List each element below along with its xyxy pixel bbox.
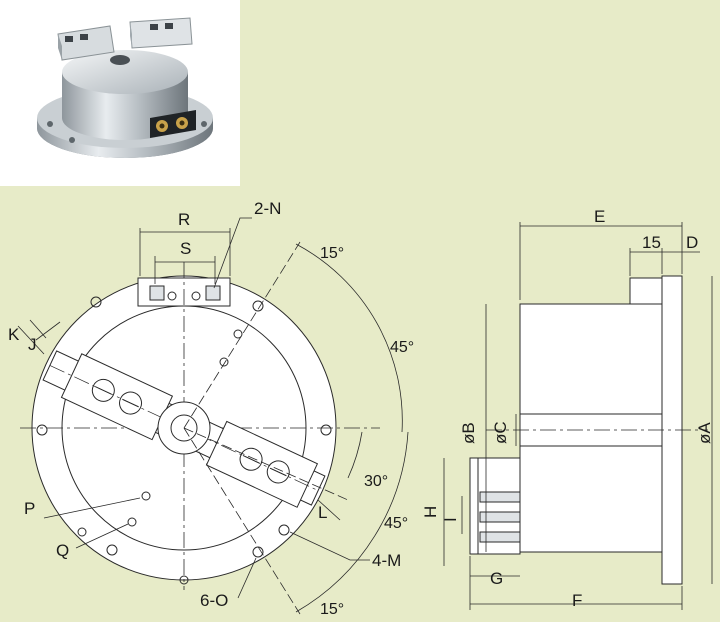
label-D: D xyxy=(686,233,698,252)
label-S: S xyxy=(180,239,191,258)
label-angle-30: 30° xyxy=(364,473,388,490)
label-H: H xyxy=(421,506,440,518)
label-P: P xyxy=(24,499,35,518)
label-angle-15-bottom: 15° xyxy=(320,601,344,618)
label-4-M: 4-M xyxy=(372,551,401,570)
side-view-labels: E 15 D øB øC øA H I G F xyxy=(421,207,714,610)
product-photo xyxy=(0,0,240,186)
label-phiB: øB xyxy=(459,422,478,444)
label-phiA: øA xyxy=(695,422,714,444)
label-I: I xyxy=(441,517,460,522)
label-2-N: 2-N xyxy=(254,199,281,218)
front-view-dimensions xyxy=(17,217,409,615)
label-angle-15-top: 15° xyxy=(320,245,344,262)
label-E: E xyxy=(594,207,605,226)
side-view-dimensions xyxy=(443,222,713,610)
label-K: K xyxy=(8,325,20,344)
front-view-labels: R S 2-N K J P Q L 4-M 6-O 15° 45° 30° 45… xyxy=(8,199,414,618)
front-view xyxy=(20,262,380,590)
label-G: G xyxy=(490,569,503,588)
chuck-photo-illustration xyxy=(37,17,213,158)
label-6-O: 6-O xyxy=(200,591,228,610)
label-F: F xyxy=(572,591,582,610)
label-angle-45-lower: 45° xyxy=(384,515,408,532)
side-view xyxy=(469,275,708,585)
label-15: 15 xyxy=(642,233,661,252)
label-J: J xyxy=(28,335,37,354)
label-R: R xyxy=(178,210,190,229)
label-phiC: øC xyxy=(491,421,510,444)
label-L: L xyxy=(318,503,327,522)
label-angle-45-upper: 45° xyxy=(390,339,414,356)
label-Q: Q xyxy=(56,541,69,560)
